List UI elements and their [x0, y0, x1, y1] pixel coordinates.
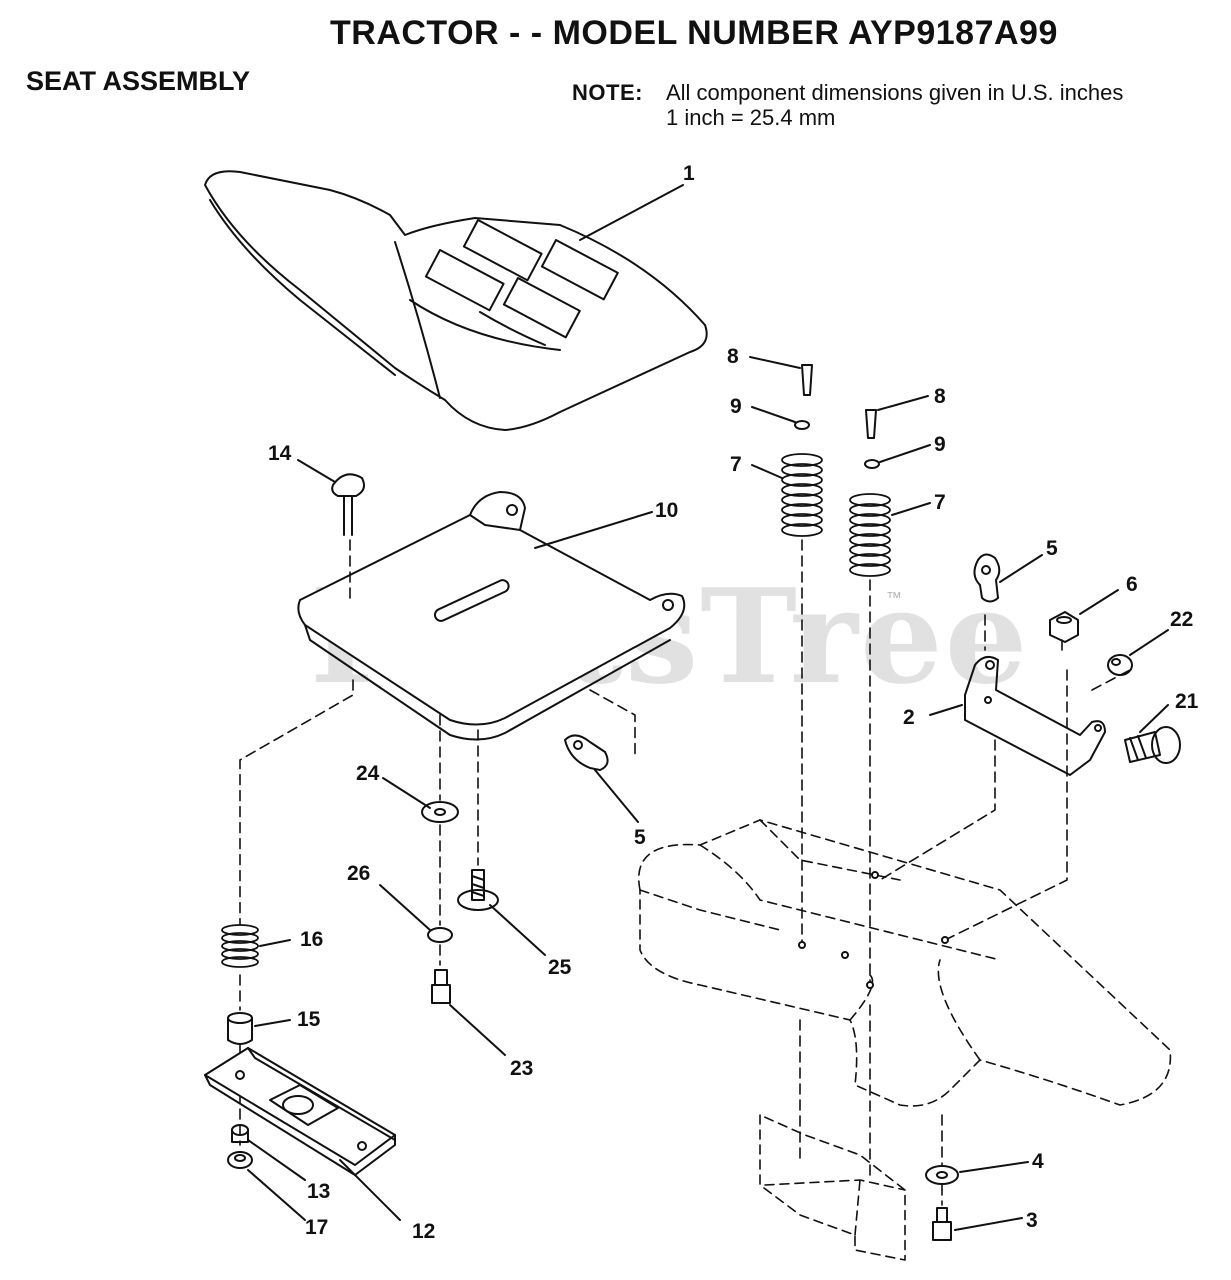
seat-spring-part[interactable] [781, 453, 891, 577]
callout-part-1[interactable]: 1 [683, 162, 695, 185]
leader-line [379, 884, 431, 931]
note-line-1: All component dimensions given in U.S. i… [666, 80, 1124, 105]
callout-part-13[interactable]: 13 [307, 1180, 331, 1203]
leader-line [534, 511, 653, 549]
leader-line [999, 554, 1043, 583]
carriage-bolt-part[interactable] [331, 473, 365, 536]
callout-part-7[interactable]: 7 [934, 491, 946, 514]
hex-nut-part[interactable] [1049, 611, 1079, 643]
callout-part-3[interactable]: 3 [1026, 1209, 1038, 1232]
leader-line [751, 406, 796, 423]
leader-line [382, 777, 431, 809]
bushing-part[interactable] [227, 1012, 253, 1045]
callout-part-9[interactable]: 9 [730, 395, 742, 418]
callout-part-4[interactable]: 4 [1032, 1150, 1044, 1173]
leader-line [1129, 629, 1169, 656]
leader-line [751, 464, 783, 479]
callout-part-9[interactable]: 9 [934, 433, 946, 456]
callout-part-21[interactable]: 21 [1175, 690, 1199, 713]
callout-part-24[interactable]: 24 [356, 762, 380, 785]
frame-bolt-part[interactable] [932, 1207, 952, 1241]
leader-line [297, 459, 336, 483]
leader-line [879, 444, 931, 463]
leader-line [954, 1217, 1023, 1231]
callout-part-6[interactable]: 6 [1126, 573, 1138, 596]
seat-pan-part[interactable] [297, 491, 686, 741]
leader-line [1079, 589, 1119, 615]
shoulder-bolt-part[interactable] [1124, 726, 1181, 764]
seat-clip-part[interactable] [564, 553, 1001, 771]
leader-line [339, 1159, 401, 1221]
cotter-pin-part[interactable] [801, 364, 877, 439]
note-line-2: 1 inch = 25.4 mm [666, 105, 836, 130]
leader-line [247, 1169, 306, 1221]
callout-part-7[interactable]: 7 [730, 453, 742, 476]
leader-line [259, 939, 291, 947]
lock-nut-part[interactable] [231, 1124, 249, 1143]
callout-part-16[interactable]: 16 [300, 928, 324, 951]
callout-part-15[interactable]: 15 [297, 1008, 321, 1031]
note-label: NOTE: [572, 80, 643, 105]
adjuster-spring-part[interactable] [221, 924, 259, 968]
leader-line [247, 1139, 306, 1181]
callout-part-26[interactable]: 26 [347, 862, 371, 885]
pivot-bracket-part[interactable] [964, 655, 1106, 776]
callout-part-2[interactable]: 2 [903, 706, 915, 729]
callout-part-22[interactable]: 22 [1170, 608, 1194, 631]
tractor-frame-outline [638, 819, 1172, 1261]
frame-washer-part[interactable] [925, 1165, 959, 1185]
callout-part-17[interactable]: 17 [305, 1216, 329, 1239]
page-title: TRACTOR - - MODEL NUMBER AYP9187A99 [330, 14, 1058, 52]
leader-line [959, 1161, 1029, 1173]
callout-part-8[interactable]: 8 [934, 385, 946, 408]
leader-line [254, 1019, 291, 1027]
spacer-part[interactable] [1107, 654, 1133, 676]
callout-part-10[interactable]: 10 [655, 499, 679, 522]
leader-line [579, 184, 684, 241]
leader-line [1139, 704, 1169, 733]
callout-part-14[interactable]: 14 [268, 442, 292, 465]
flange-bolt-part[interactable] [457, 869, 499, 911]
watermark-trademark: ™ [886, 590, 902, 607]
seat-part[interactable] [204, 170, 708, 431]
assembly-dashed-lines [239, 539, 1131, 1206]
frame-holes [798, 871, 949, 989]
callout-part-5[interactable]: 5 [634, 826, 646, 849]
leader-line [489, 904, 546, 956]
section-subtitle: SEAT ASSEMBLY [26, 66, 251, 96]
lock-washer-part[interactable] [427, 927, 453, 943]
leader-line [891, 502, 931, 516]
callout-part-12[interactable]: 12 [412, 1220, 436, 1243]
washer-part[interactable] [794, 420, 880, 469]
callout-part-8[interactable]: 8 [727, 345, 739, 368]
dimension-note: NOTE: All component dimensions given in … [572, 80, 1123, 130]
leader-line [749, 356, 801, 369]
leader-line [877, 395, 929, 411]
callout-part-23[interactable]: 23 [510, 1057, 534, 1080]
flange-nut-part[interactable] [227, 1151, 253, 1169]
flat-washer-part[interactable] [421, 801, 459, 823]
leader-line [449, 1004, 506, 1056]
leader-line [594, 769, 639, 823]
callout-part-25[interactable]: 25 [548, 956, 572, 979]
leader-line [929, 704, 963, 716]
callout-part-5[interactable]: 5 [1046, 537, 1058, 560]
hex-bolt-part[interactable] [431, 969, 451, 1004]
adjustment-plate-part[interactable] [204, 1047, 396, 1176]
